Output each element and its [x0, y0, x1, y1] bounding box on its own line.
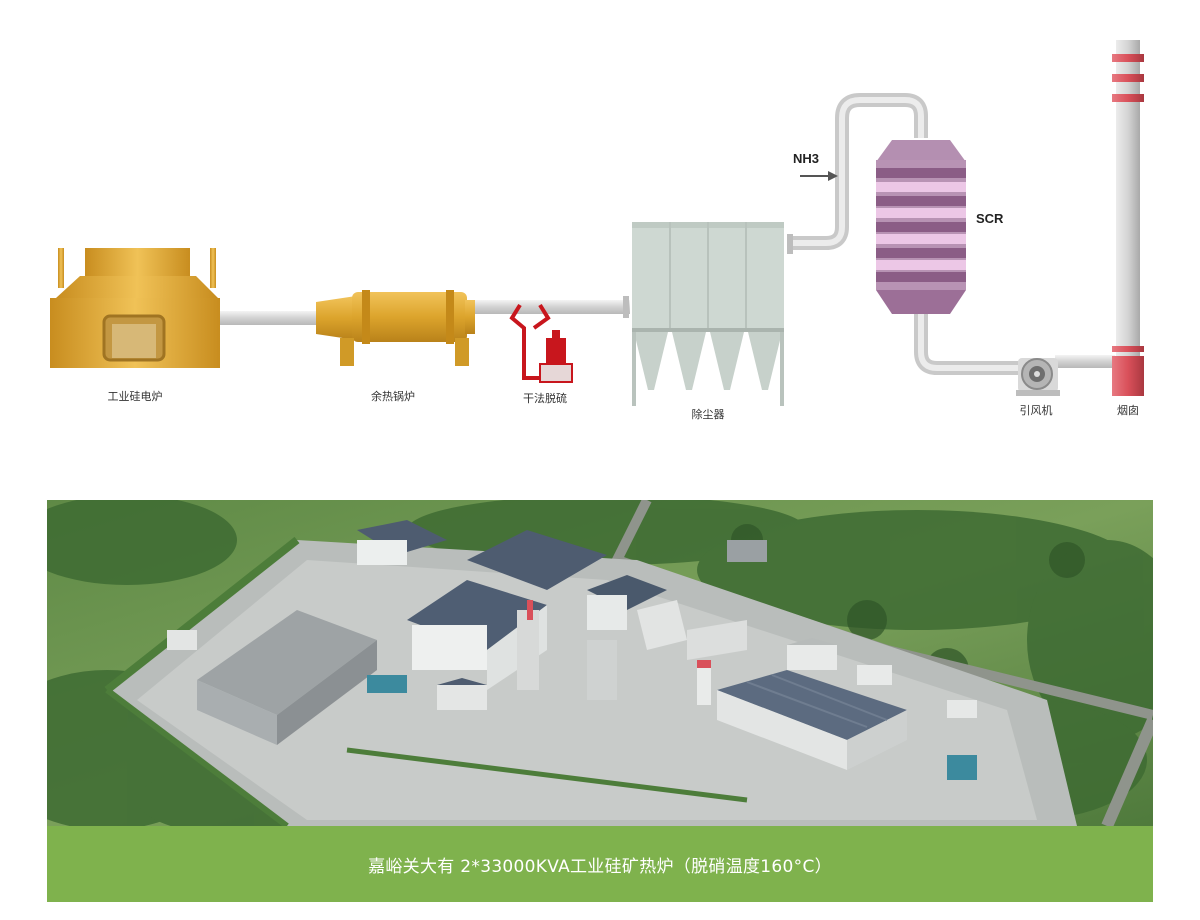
aerial-plant-photo: [47, 500, 1153, 826]
industrial-silicon-furnace: [50, 248, 220, 368]
flue-pipes: [220, 93, 1115, 375]
nh3-label: NH3: [793, 151, 819, 166]
induced-draft-fan: [1016, 358, 1060, 396]
desulfurization-label: 干法脱硫: [523, 391, 567, 405]
process-flow-diagram: NH3 SCR 工业硅电炉 余热锅炉 干法脱硫 除尘器 引风机 烟囱: [50, 40, 1144, 421]
caption-bar: 嘉峪关大有 2*33000KVA工业硅矿热炉（脱硝温度160°C）: [47, 826, 1153, 902]
boiler-label: 余热锅炉: [371, 389, 415, 403]
furnace-label: 工业硅电炉: [108, 390, 163, 403]
chimney: [1112, 40, 1144, 396]
dust-collector: [632, 222, 784, 406]
project-caption: 嘉峪关大有 2*33000KVA工业硅矿热炉（脱硝温度160°C）: [368, 856, 832, 877]
dust-collector-label: 除尘器: [692, 407, 725, 421]
fan-label: 引风机: [1020, 403, 1053, 417]
waste-heat-boiler: [316, 290, 475, 366]
nh3-injection-arrow: [800, 171, 838, 181]
chimney-label: 烟囱: [1117, 403, 1139, 417]
dry-desulfurization-unit: [509, 303, 573, 383]
scr-reactor: [876, 140, 966, 314]
scr-label: SCR: [976, 211, 1004, 226]
